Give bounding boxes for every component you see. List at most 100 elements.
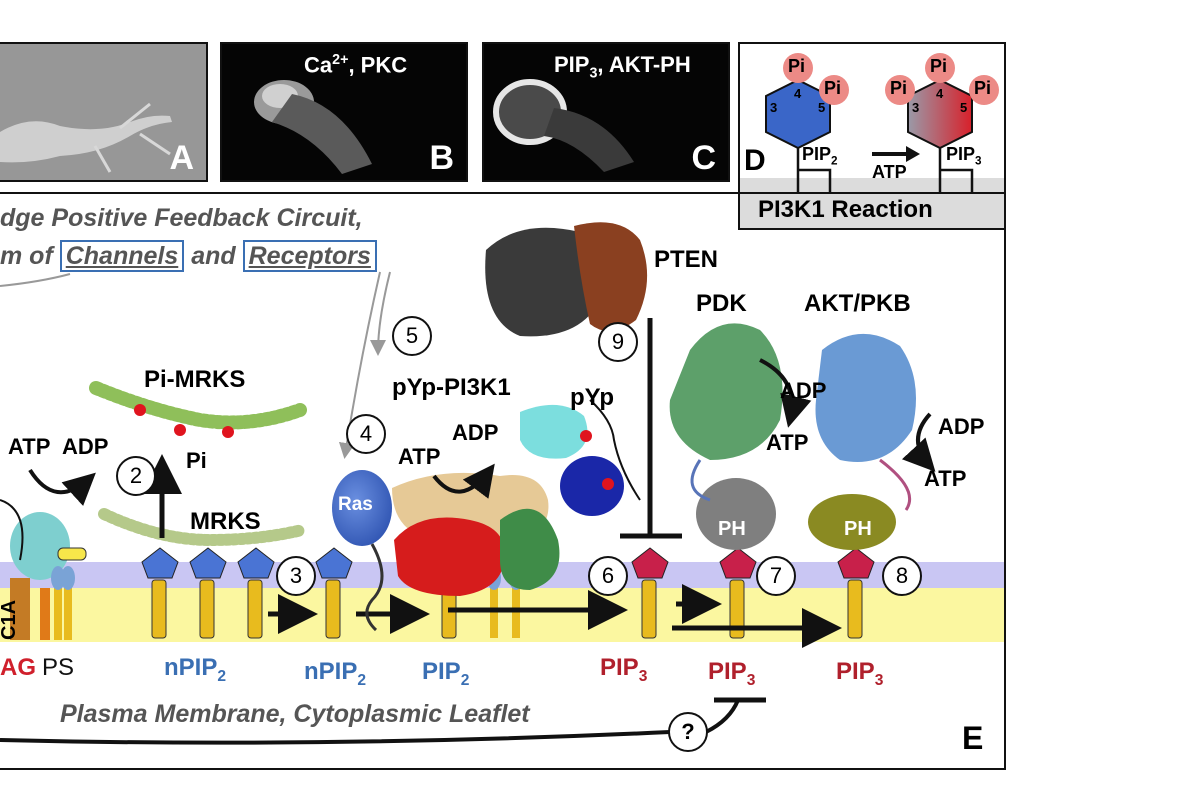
ras-protein [332,470,392,546]
akt-label: AKT/PKB [804,290,911,317]
pten-label: PTEN [654,246,719,273]
step-3: 3 [276,556,316,596]
pkc-blob [10,512,70,580]
channels-box: Channels [59,240,185,272]
panel-letter-e: E [962,720,984,756]
receptors-box: Receptors [242,240,377,272]
pi-label-4: Pi [930,56,948,76]
panel-b-micrograph: Ca2+, PKC B [220,42,468,182]
pi3k-cyan-domain [520,404,588,459]
akt-ph-domain [808,494,896,550]
dag-tail [40,588,50,640]
panel-d-pip2-label: PIP2 [802,144,838,168]
akt-protein [815,333,916,462]
pi-bubble-4b [925,53,955,83]
pip3-label-2: PIP3 [708,658,756,689]
ps-tail-1 [54,588,62,640]
pi-bubble-3 [885,75,915,105]
step-9: 9 [598,322,638,362]
pdk-ph-label: PH [718,518,746,540]
panel-a-micrograph: A [0,42,208,182]
npip2-label-2: nPIP2 [304,658,367,689]
akt-ph-label: PH [844,518,872,540]
pi3k-label: pYp-PI3K1 [392,374,511,401]
pdk-ph-domain [696,478,776,550]
pdk-protein [669,323,783,460]
pi-label-5: Pi [974,78,992,98]
pi3k-navy-domain [560,456,624,516]
pi-label-3: Pi [890,78,908,98]
step-8: 8 [882,556,922,596]
panel-d-atp-label: ATP [872,162,907,182]
adp-label-pi3k: ADP [452,420,499,445]
atp-label-akt: ATP [924,466,967,491]
cell-fluorescence-c [484,44,728,180]
pi-mrks-chain [89,381,307,430]
pip2-label: PIP2 [422,658,470,689]
header-line-2: m of Channels and Receptors [0,240,377,272]
pip3-label-3: PIP3 [836,658,884,689]
pdk-label: PDK [696,290,747,317]
ring-pos-5: 5 [818,100,826,115]
ring-pos-3: 3 [770,100,778,115]
pi-mrks-label: Pi-MRKS [144,366,246,393]
pi3k-green-domain [500,508,560,590]
pi-bubble-4 [783,53,813,83]
ps-tail-2 [64,588,72,640]
panel-c-micrograph: PIP3, AKT-PH C [482,42,730,182]
panel-letter-d: D [744,144,766,177]
adp-label-pdk: ADP [780,378,827,403]
ring-pos-5b: 5 [960,100,968,115]
panel-b-caption: Ca2+, PKC [304,52,408,78]
feedback-loop [0,730,671,745]
pten-brown-domain [574,222,648,332]
mrks-label: MRKS [190,508,261,535]
cell-silhouette-a [0,44,206,180]
adp-label-left: ADP [62,434,109,459]
panel-e-frame [0,192,1006,770]
pi-label-1: Pi [788,56,806,76]
ps-label: PS [42,654,75,681]
pi-bubble-5 [819,75,849,105]
step-5: 5 [392,316,432,356]
pi3k-reaction-drawing [740,53,1004,228]
panel-c-caption: PIP3, AKT-PH [554,52,691,82]
atp-label-pdk: ATP [766,430,809,455]
mrks-chain [98,508,308,547]
pi-bubble-5b [969,75,999,105]
atp-label-left: ATP [8,434,51,459]
receptor-arrow-2 [370,271,391,356]
atp-label-pi3k: ATP [398,444,441,469]
ring-pos-4: 4 [794,86,802,101]
panel-d-inset: Pi Pi Pi Pi Pi 3 4 5 3 4 5 PIP2 PIP3 ATP… [738,42,1006,230]
panel-letter-a: A [169,139,194,177]
c1a-block [10,578,30,640]
panel-d-pip3-label: PIP3 [946,144,982,168]
cell-fluorescence-b [222,44,466,180]
dag-label: AG [0,654,36,681]
adp-label-akt: ADP [938,414,985,439]
panel-letter-c: C [691,139,716,177]
c1a-label: C1A [0,599,20,640]
step-6: 6 [588,556,628,596]
pi3k-red-domain [394,517,505,596]
membrane-caption: Plasma Membrane, Cytoplasmic Leaflet [60,700,530,728]
pten-dark-domain [485,227,603,337]
panel-letter-b: B [429,139,454,177]
step-2: 2 [116,456,156,496]
channels-arrow [0,273,71,287]
ring-pos-3b: 3 [912,100,920,115]
step-7: 7 [756,556,796,596]
question-node: ? [668,712,708,752]
pi3k1-reaction-title: PI3K1 Reaction [758,196,933,223]
npip2-lipids-group-1 [141,547,275,639]
header-line-1: dge Positive Feedback Circuit, [0,204,363,232]
pyp-label: pYp [570,384,615,411]
ras-label: Ras [338,494,373,515]
step-4: 4 [346,414,386,454]
ring-pos-4b: 4 [936,86,944,101]
npip2-label-1: nPIP2 [164,654,227,685]
pi-label-2: Pi [824,78,842,98]
pi-release-label: Pi [186,448,207,473]
